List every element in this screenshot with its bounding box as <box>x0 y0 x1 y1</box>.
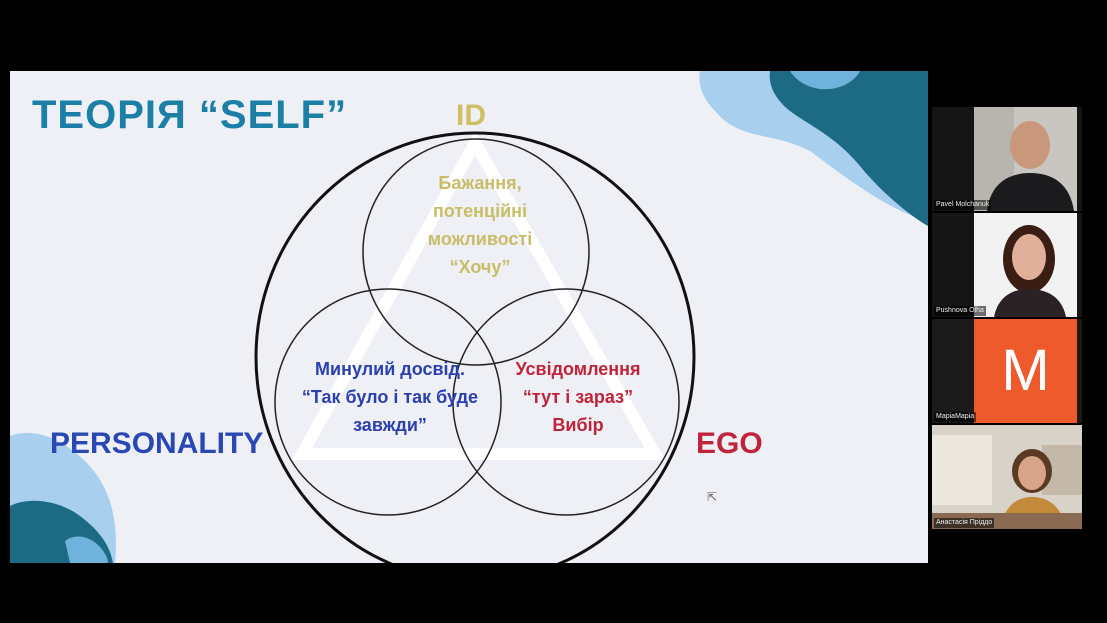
id-text-line: можливості <box>427 229 533 249</box>
id-circle-text: Бажання, потенційні можливості “Хочу” <box>390 169 570 281</box>
label-personality: PERSONALITY <box>50 427 264 460</box>
participant-video <box>932 425 1082 529</box>
participant-video <box>932 213 1082 317</box>
participant-avatar: M <box>974 319 1077 423</box>
id-text-line: Бажання, <box>438 173 522 193</box>
id-circle <box>362 138 590 366</box>
ego-text-line: Усвідомлення <box>515 359 641 379</box>
slide-title: ТЕОРІЯ “SELF” <box>32 93 348 137</box>
label-id: ID <box>456 99 486 132</box>
slide-graphics <box>10 71 928 563</box>
ego-circle <box>452 288 680 516</box>
shared-slide: ТЕОРІЯ “SELF” ID PERSONALITY EGO Бажання… <box>10 71 928 563</box>
participant-name: MapiaMapia <box>934 412 977 422</box>
personality-text-line: “Так було і так буде <box>301 387 479 407</box>
participant-tile[interactable]: Pavel Molchanuk <box>932 107 1082 211</box>
participant-tile[interactable]: Анастасія Пріддо <box>932 425 1082 529</box>
ego-text-line: “тут і зараз” <box>522 387 634 407</box>
triangle-shape <box>291 130 666 460</box>
personality-text-line: Минулий досвід. <box>315 359 465 379</box>
mouse-cursor-icon: ⇱ <box>707 490 718 504</box>
outer-circle <box>254 131 696 563</box>
personality-text-line: завжди” <box>353 415 427 435</box>
id-text-line: “Хочу” <box>449 257 511 277</box>
decor-blob-bottom-left-mid <box>65 536 108 563</box>
personality-circle <box>274 288 502 516</box>
decor-blob-top-right-mid <box>790 71 860 90</box>
decor-blob-top-right-dark <box>769 71 928 226</box>
ego-circle-text: Усвідомлення “тут і зараз” Вибір <box>488 355 668 439</box>
participant-name: Pushnova Olha <box>934 306 986 316</box>
id-text-line: потенційні <box>432 201 528 221</box>
participant-name: Pavel Molchanuk <box>934 200 992 210</box>
participant-tile[interactable]: Pushnova Olha <box>932 213 1082 317</box>
label-ego: EGO <box>696 427 763 460</box>
participant-name: Анастасія Пріддо <box>934 518 995 528</box>
participant-tile[interactable]: M MapiaMapia <box>932 319 1082 423</box>
personality-circle-text: Минулий досвід. “Так було і так буде зав… <box>280 355 500 439</box>
participant-video <box>932 107 1082 211</box>
ego-text-line: Вибір <box>552 415 604 435</box>
